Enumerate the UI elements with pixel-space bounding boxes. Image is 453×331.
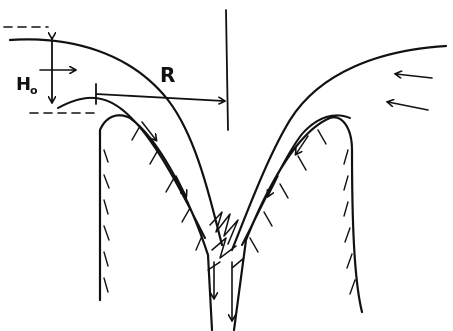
right-nappe-flow-arrow-1 bbox=[296, 135, 309, 154]
right-nappe-lower-surface bbox=[241, 114, 351, 246]
left-nappe-flow-arrow-1 bbox=[141, 121, 156, 140]
right-wall-hatching bbox=[249, 129, 356, 295]
center-line bbox=[225, 9, 229, 131]
right-nappe-upper-surface bbox=[230, 44, 448, 252]
right-inflow-arrow-2 bbox=[388, 102, 429, 111]
right-nappe-flow-arrow-2 bbox=[268, 175, 279, 196]
impact-zone-turbulence bbox=[207, 211, 245, 271]
right-crest-wall bbox=[232, 116, 364, 331]
left-nappe-upper-surface bbox=[8, 38, 224, 247]
radius-label: R bbox=[160, 63, 175, 87]
left-crest-wall bbox=[98, 114, 214, 331]
radius-dimension-arrow bbox=[95, 93, 224, 101]
left-wall-hatching bbox=[103, 125, 203, 293]
right-inflow-arrow-1 bbox=[396, 74, 433, 79]
left-nappe-flow-arrow-2 bbox=[175, 175, 186, 196]
head-subscript-label: o bbox=[30, 84, 38, 97]
head-label: H bbox=[16, 74, 31, 95]
